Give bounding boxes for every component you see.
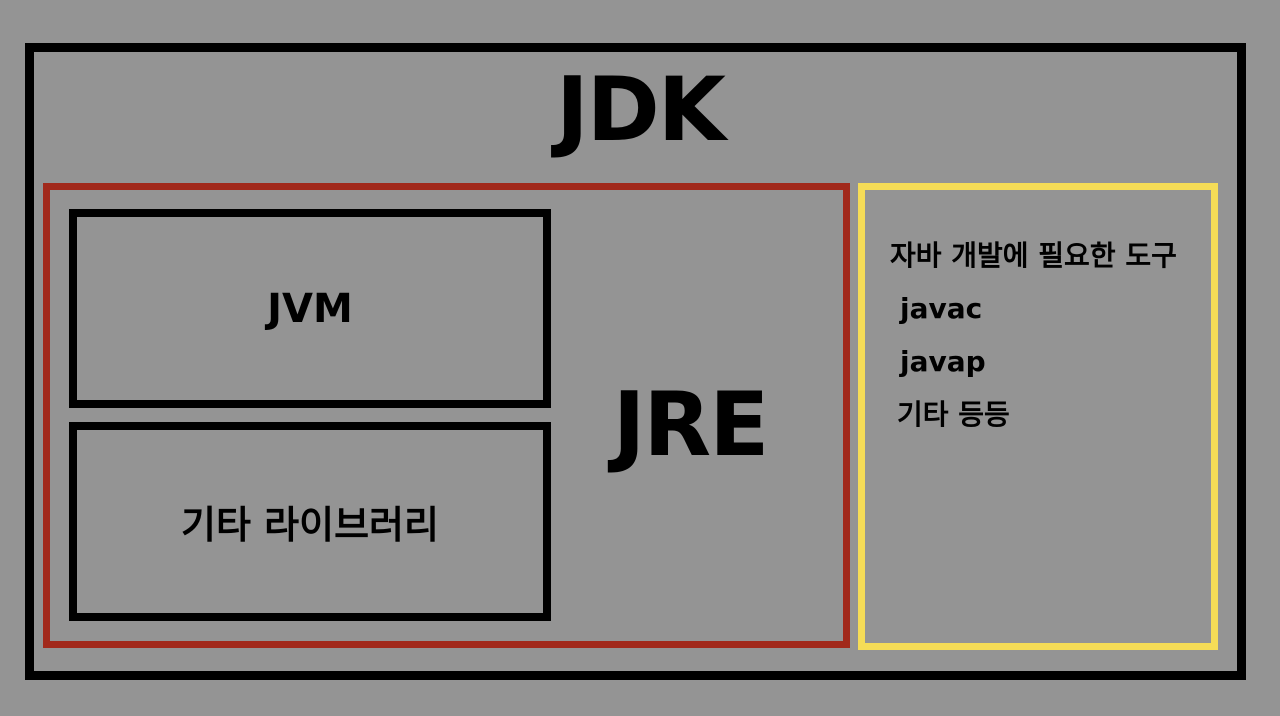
dev-tools-heading: 자바 개발에 필요한 도구 bbox=[890, 239, 1177, 272]
dev-tool-item: javac bbox=[900, 292, 983, 325]
jdk-title: JDK bbox=[556, 58, 726, 161]
jre-title: JRE bbox=[612, 373, 770, 476]
libraries-box: 기타 라이브러리 bbox=[69, 422, 551, 621]
dev-tools-box bbox=[858, 183, 1218, 650]
jdk-box bbox=[25, 43, 1246, 680]
jvm-box: JVM bbox=[69, 209, 551, 408]
dev-tool-item: javap bbox=[900, 345, 986, 378]
jre-box bbox=[43, 183, 850, 648]
libraries-label: 기타 라이브러리 bbox=[181, 503, 439, 547]
dev-tool-item: 기타 등등 bbox=[897, 398, 1010, 431]
jvm-label: JVM bbox=[267, 285, 353, 332]
dev-tools-list: 자바 개발에 필요한 도구 javac javap 기타 등등 bbox=[890, 235, 1210, 447]
